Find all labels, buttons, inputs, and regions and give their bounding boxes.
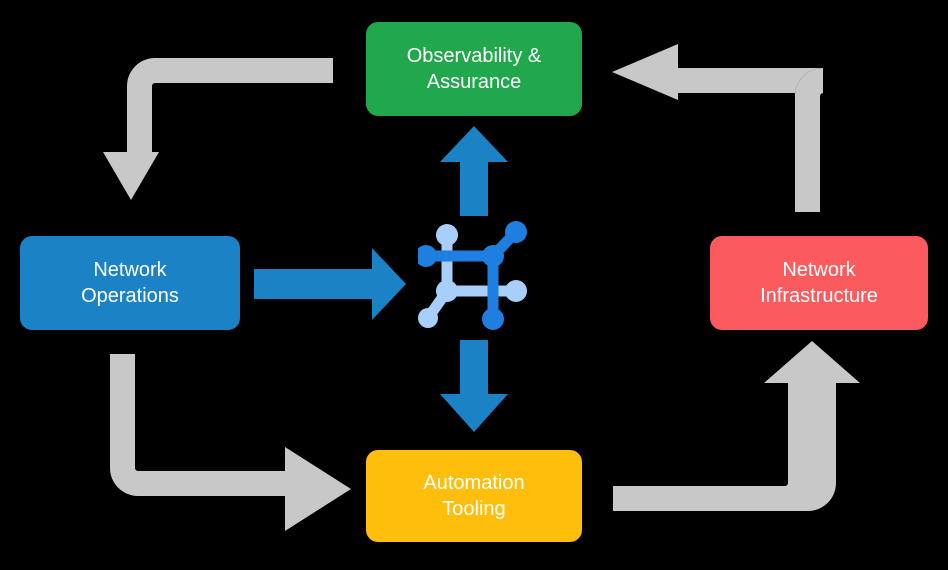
node-network-operations[interactable]: Network Operations [20,236,240,330]
arrow-center-to-observability [440,126,508,216]
arrow-observability-to-network-operations [103,58,333,200]
arrow-center-to-automation-tooling [440,340,508,432]
node-automation-tooling[interactable]: Automation Tooling [366,450,582,542]
arrow-network-operations-to-automation-tooling [110,354,351,531]
network-topology-icon [418,221,527,330]
network-icon-dark-nodes [418,221,527,330]
arrow-network-infrastructure-to-observability [612,44,823,212]
arrow-network-infrastructure-stem [795,68,823,212]
arrow-automation-tooling-to-network-infrastructure [613,341,860,511]
node-network-infrastructure[interactable]: Network Infrastructure [710,236,928,330]
arrow-network-operations-to-center [254,248,406,320]
network-icon-light-nodes [418,224,527,328]
node-observability-assurance[interactable]: Observability & Assurance [366,22,582,116]
